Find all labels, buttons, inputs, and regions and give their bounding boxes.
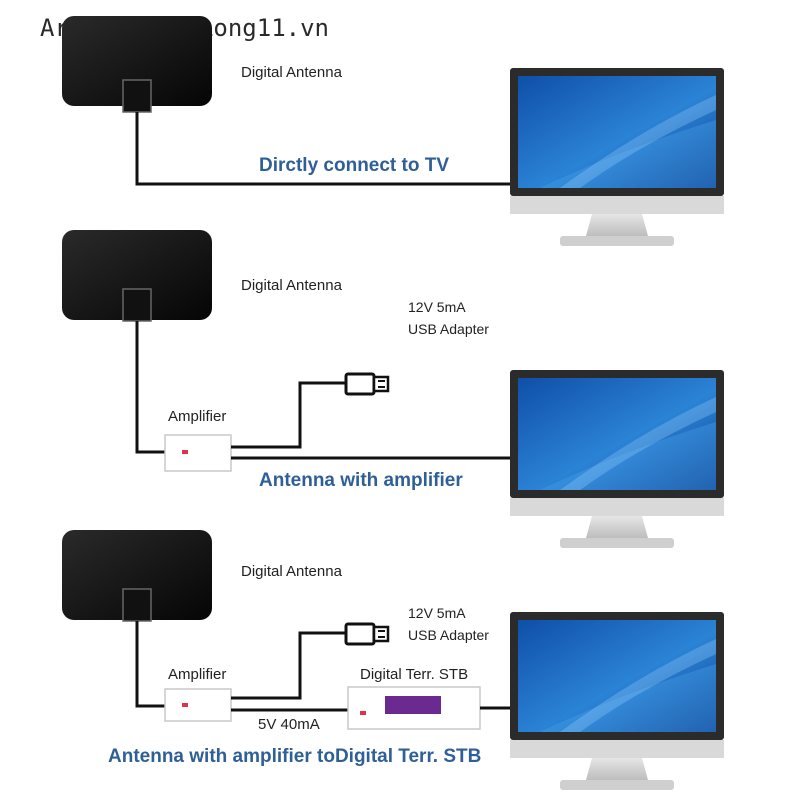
adapter-label-3-line1: 12V 5mA: [408, 605, 466, 621]
panel-amplifier-stb: [62, 530, 724, 790]
antenna-1: [62, 16, 212, 106]
cable-2-usb: [231, 381, 346, 449]
caption-antenna-amplifier: Antenna with amplifier: [259, 470, 463, 491]
monitor-1: [510, 68, 724, 246]
amplifier-label-2: Amplifier: [168, 408, 227, 425]
cable-2-antenna: [135, 321, 166, 454]
antenna-2: [62, 230, 212, 320]
monitor-2: [510, 370, 724, 548]
antenna-1-connector: [122, 79, 152, 113]
monitor-3: [510, 612, 724, 790]
antenna-3: [62, 530, 212, 620]
adapter-label-2-line2: USB Adapter: [408, 321, 489, 337]
antenna-3-connector: [122, 588, 152, 622]
antenna-label-2: Digital Antenna: [241, 277, 342, 294]
amplifier-label-3: Amplifier: [168, 666, 227, 683]
power-label: 5V 40mA: [258, 716, 320, 733]
cable-3-usb: [231, 631, 346, 700]
usb-plug-3: [344, 622, 390, 646]
panel-direct-connect: [62, 16, 724, 246]
antenna-label-3: Digital Antenna: [241, 563, 342, 580]
amplifier-2: [164, 434, 232, 472]
adapter-label-3-line2: USB Adapter: [408, 627, 489, 643]
caption-direct-connect: Dirctly connect to TV: [259, 155, 450, 176]
panel-amplifier: [62, 230, 724, 548]
antenna-2-connector: [122, 288, 152, 322]
amplifier-3: [164, 688, 232, 722]
cable-3-antenna: [135, 621, 166, 708]
antenna-label-1: Digital Antenna: [241, 64, 342, 81]
caption-amplifier-stb: Antenna with amplifier toDigital Terr. S…: [108, 746, 482, 767]
usb-plug-2: [344, 372, 390, 396]
cable-1: [135, 112, 512, 186]
set-top-box: [347, 686, 481, 730]
stb-label: Digital Terr. STB: [360, 666, 469, 683]
adapter-label-2-line1: 12V 5mA: [408, 299, 466, 315]
